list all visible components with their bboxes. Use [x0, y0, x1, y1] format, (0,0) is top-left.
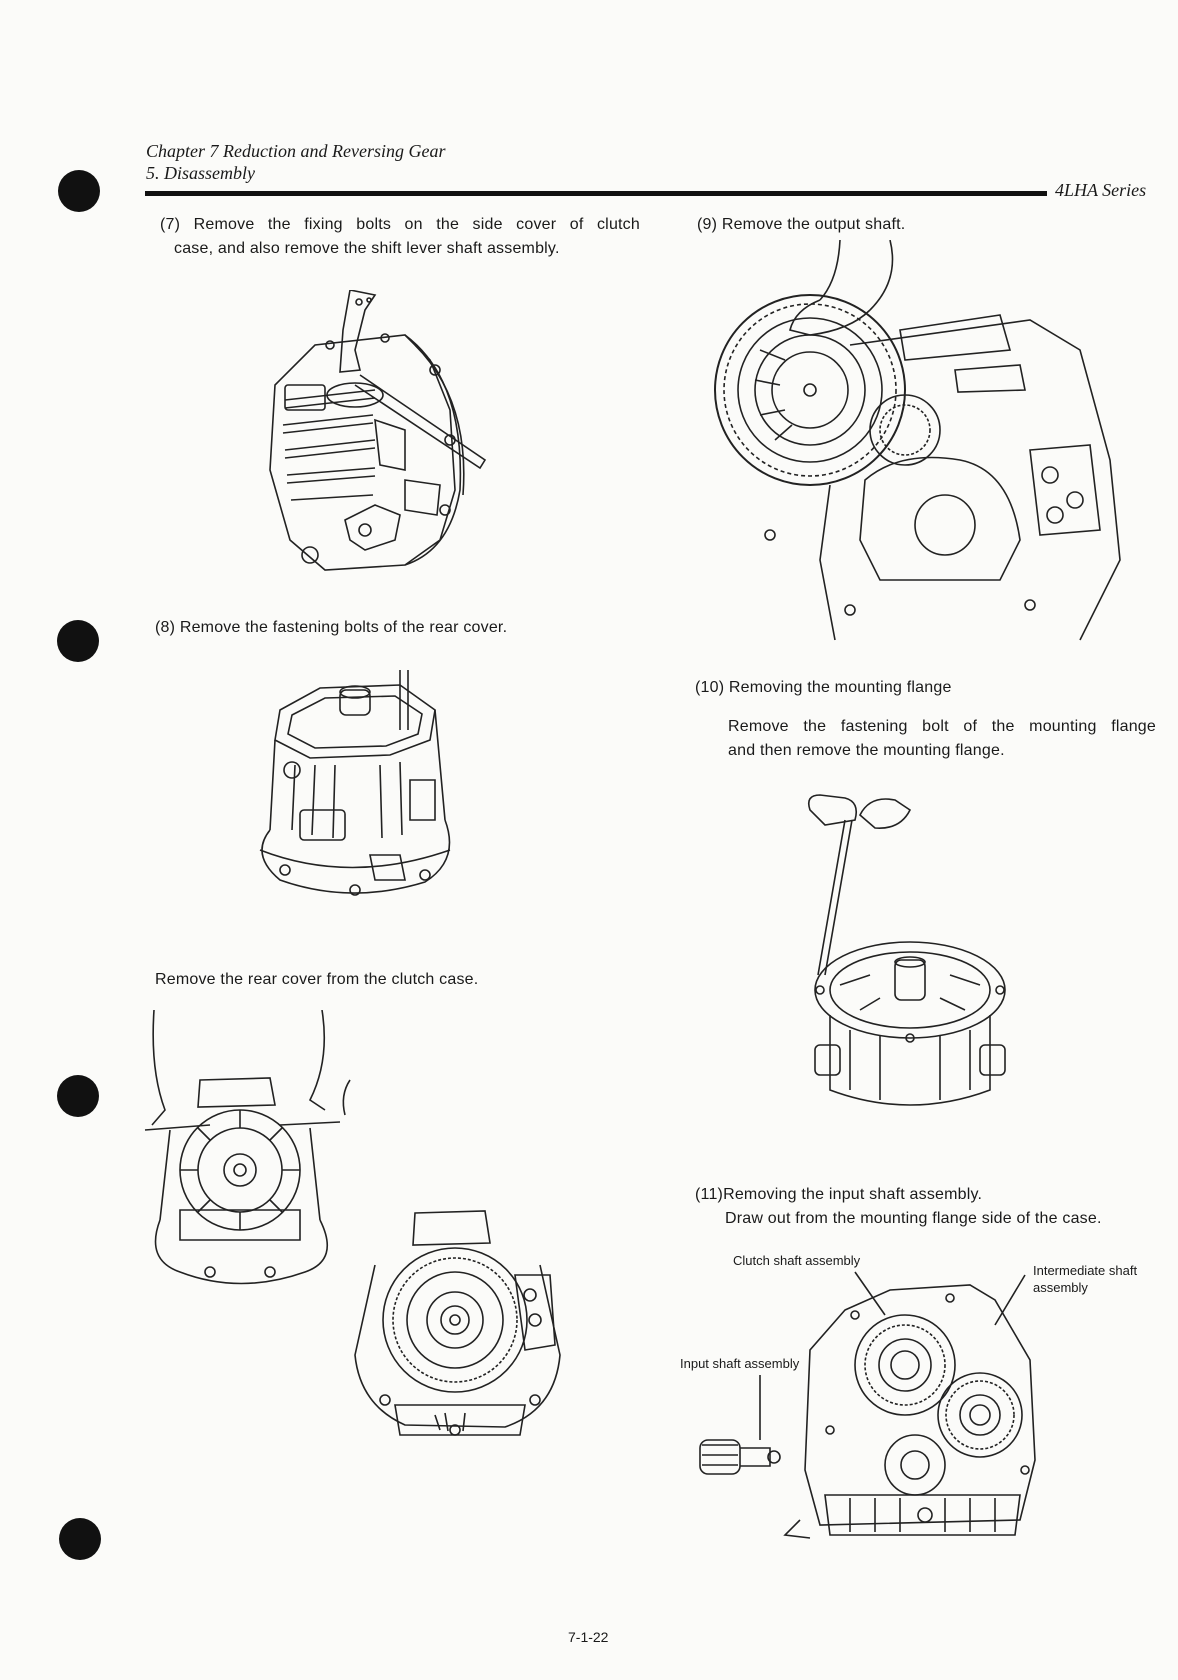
figure-clutch-case-open — [345, 1205, 580, 1445]
binder-hole-2 — [57, 620, 99, 662]
step-9-number: (9) — [697, 216, 718, 233]
figure-shift-lever-removal — [255, 290, 490, 590]
figure-rear-cover-lift — [140, 1010, 360, 1290]
step-11: (11)Removing the input shaft assembly. D… — [695, 1183, 1102, 1231]
step-8-number: (8) — [155, 619, 176, 636]
step-11-number: (11) — [695, 1186, 724, 1203]
step-10-body-line1: Remove the fastening bolt of the mountin… — [728, 718, 1156, 735]
step-10-body-line2: and then remove the mounting flange. — [728, 742, 1005, 759]
step-10-body: Remove the fastening bolt of the mountin… — [728, 715, 1156, 763]
step-8: (8) Remove the fastening bolts of the re… — [155, 616, 507, 640]
figure-rear-cover-bolts — [240, 670, 475, 910]
step-10-title: Removing the mounting flange — [728, 679, 952, 696]
step-7: (7) Remove the fixing bolts on the side … — [160, 213, 640, 261]
step-7-text-line1: Remove the fixing bolts on the side cove… — [193, 216, 640, 233]
binder-hole-3 — [57, 1075, 99, 1117]
step-9: (9) Remove the output shaft. — [697, 213, 905, 237]
header-rule — [145, 191, 1047, 196]
step-11-body: Draw out from the mounting flange side o… — [725, 1210, 1102, 1227]
step-7-number: (7) — [160, 216, 181, 233]
figure-mounting-flange-removal — [800, 790, 1035, 1135]
figure-input-shaft-removal — [690, 1270, 1080, 1540]
step-10: (10) Removing the mounting flange — [695, 676, 952, 700]
step-9-text: Remove the output shaft. — [721, 216, 906, 233]
step-8b: Remove the rear cover from the clutch ca… — [155, 971, 479, 988]
step-8-text: Remove the fastening bolts of the rear c… — [179, 619, 508, 636]
series-label: 4LHA Series — [1055, 180, 1147, 200]
page-number: 7-1-22 — [568, 1629, 609, 1645]
label-input-shaft-assembly: Input shaft assembly — [680, 1356, 800, 1371]
binder-hole-1 — [58, 170, 100, 212]
label-clutch-shaft-assembly: Clutch shaft assembly — [733, 1253, 861, 1268]
binder-hole-4 — [59, 1518, 101, 1560]
step-11-title: Removing the input shaft assembly. — [723, 1186, 983, 1203]
step-10-number: (10) — [695, 679, 725, 696]
chapter-title: Chapter 7 Reduction and Reversing Gear — [146, 141, 446, 161]
section-title: 5. Disassembly — [146, 163, 255, 183]
step-7-text-line2: case, and also remove the shift lever sh… — [174, 240, 560, 257]
label-intermediate-shaft-assembly: Intermediate shaft assembly — [1033, 1263, 1138, 1295]
figure-output-shaft-removal — [700, 240, 1130, 645]
